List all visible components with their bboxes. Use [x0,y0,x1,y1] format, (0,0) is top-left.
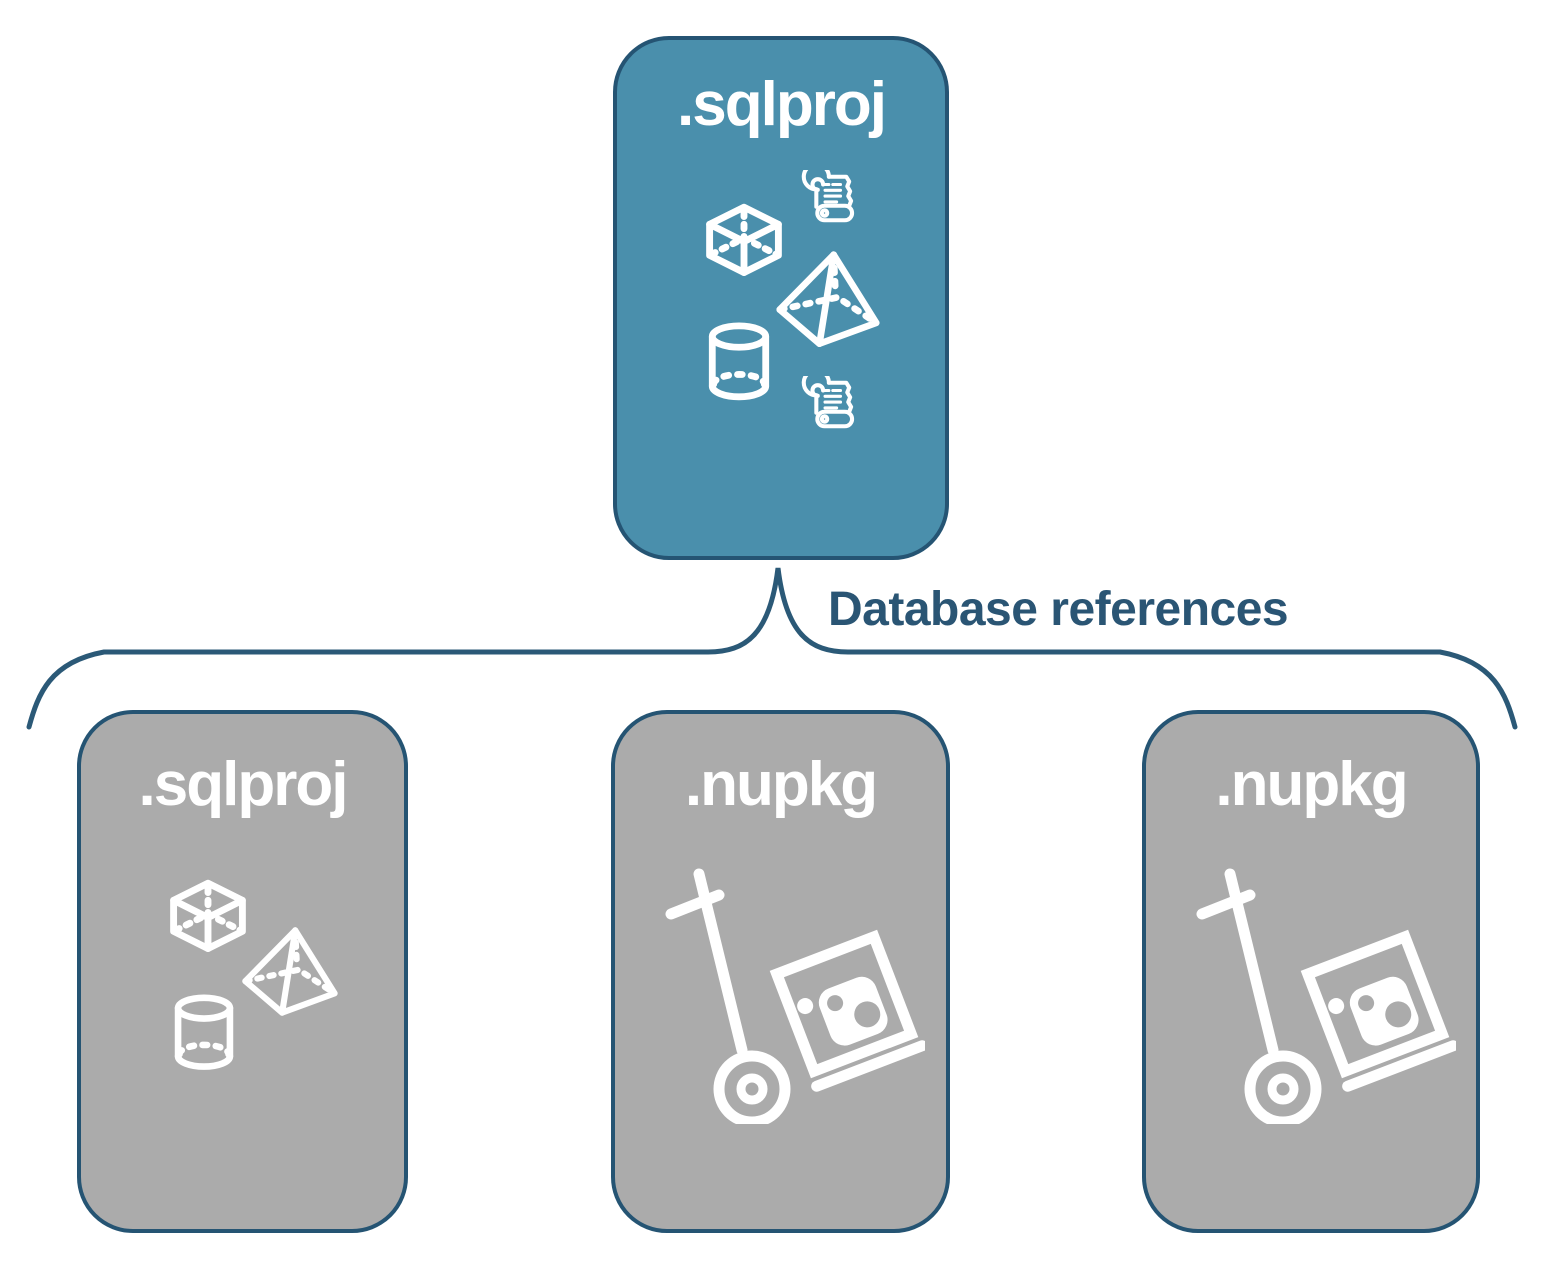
node-child-nupkg-2: .nupkg [1142,710,1480,1233]
script-scroll-icon [801,376,855,429]
connector-label: Database references [828,583,1289,636]
pyramid-icon [776,251,880,348]
script-scroll-icon [801,170,855,223]
nuget-hand-truck-icon [665,868,925,1124]
node-root-sqlproj: .sqlproj [613,36,949,560]
node-child-title: .sqlproj [138,750,349,819]
pyramid-icon [242,927,338,1016]
cube-icon [170,879,246,952]
cylinder-icon [708,322,770,401]
node-child-title: .nupkg [1215,750,1408,819]
node-child-sqlproj: .sqlproj [77,710,408,1233]
node-child-title: .nupkg [684,750,878,819]
cube-icon [706,203,782,276]
nuget-hand-truck-icon [1196,868,1456,1124]
node-root-title: .sqlproj [677,70,887,139]
cylinder-icon [174,994,234,1070]
node-child-nupkg-1: .nupkg [611,710,950,1233]
